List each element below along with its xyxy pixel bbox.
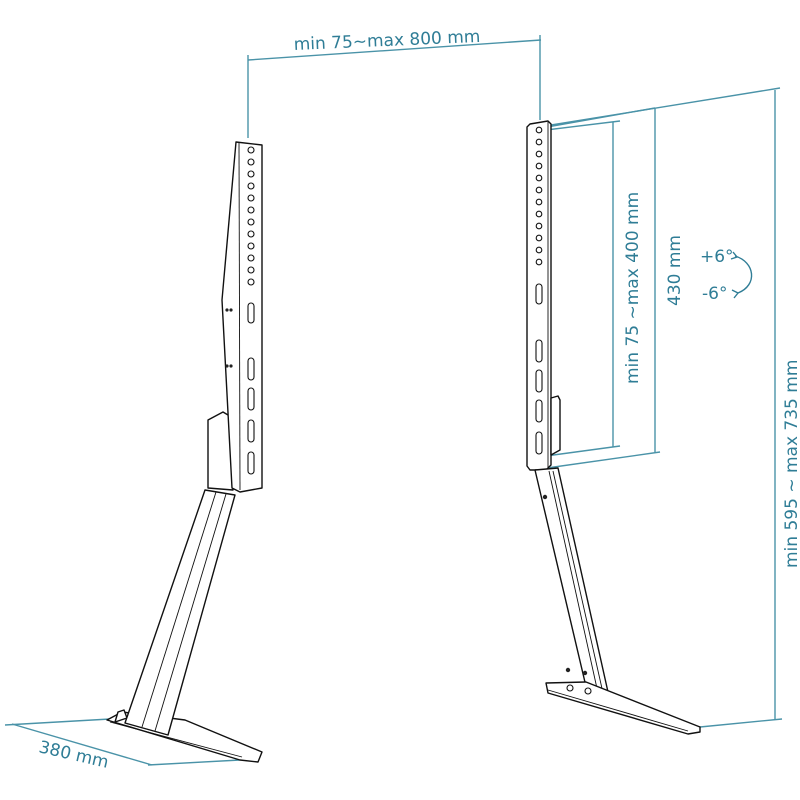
tilt-indicator: +6° -6° bbox=[700, 247, 753, 304]
vesa-height-dimension: min 75 ~max 400 mm bbox=[545, 120, 643, 457]
bracket-height-dimension: 430 mm bbox=[546, 107, 685, 469]
tilt-arrow-icon bbox=[734, 255, 753, 294]
right-stand bbox=[526, 120, 701, 735]
left-stand bbox=[106, 141, 263, 763]
left-bracket-slots bbox=[247, 302, 255, 475]
tilt-up-label: +6° bbox=[700, 247, 734, 267]
tilt-down-label: -6° bbox=[702, 284, 727, 304]
width-dimension: min 75~max 800 mm bbox=[247, 27, 542, 138]
right-bracket-slots bbox=[535, 283, 543, 455]
left-bracket-holes bbox=[247, 146, 255, 286]
vesa-height-label: min 75 ~max 400 mm bbox=[623, 192, 643, 384]
total-height-label: min 595 ~ max 735 mm bbox=[782, 360, 800, 568]
right-bracket-holes bbox=[535, 126, 543, 266]
bracket-height-label: 430 mm bbox=[665, 235, 685, 306]
width-label: min 75~max 800 mm bbox=[293, 27, 480, 55]
total-height-dimension: min 595 ~ max 735 mm bbox=[544, 87, 800, 728]
